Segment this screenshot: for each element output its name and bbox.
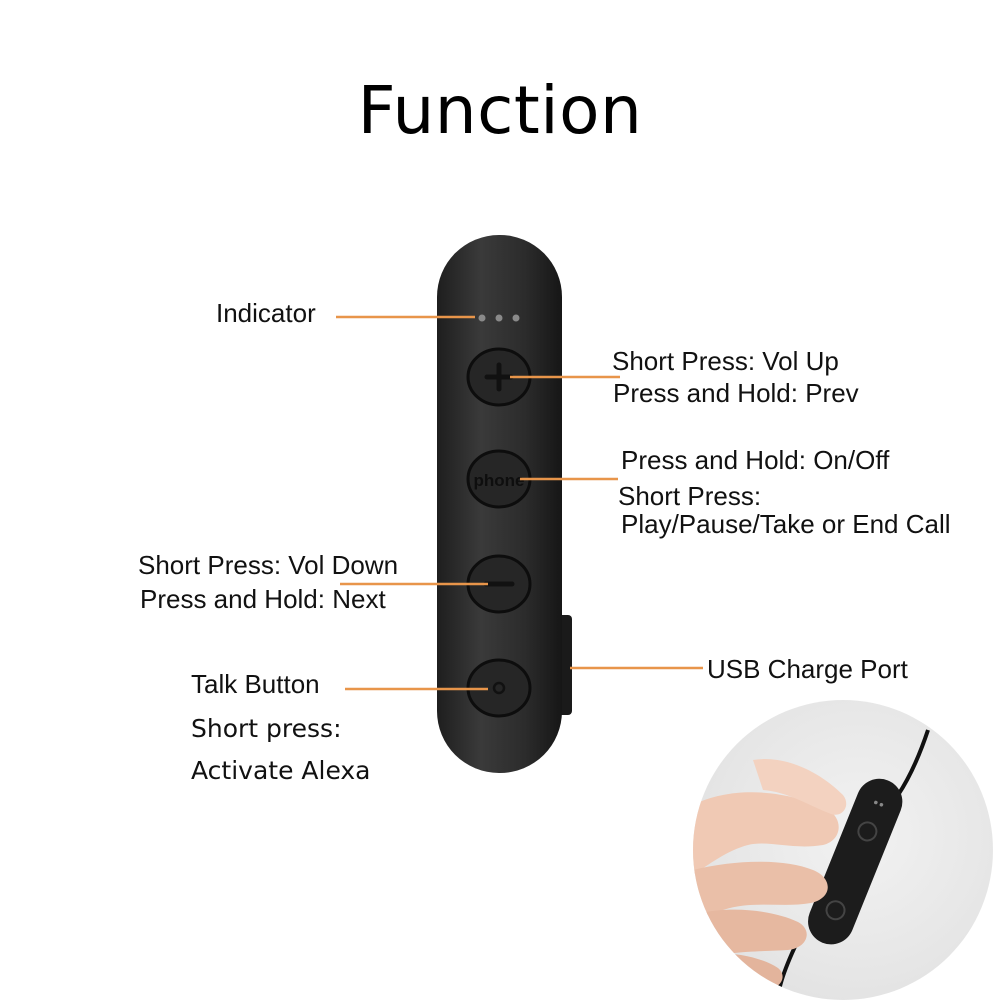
label-phone-action: Play/Pause/Take or End Call (621, 509, 951, 539)
usage-photo (693, 700, 993, 1000)
circle-icon (492, 681, 506, 695)
label-phone-hold: Press and Hold: On/Off (621, 445, 890, 475)
label-talk-short: Short press: (191, 714, 342, 743)
label-vol-up-short: Short Press: Vol Up (612, 346, 839, 376)
phone-button-label: phone (474, 471, 525, 490)
label-indicator: Indicator (216, 298, 316, 328)
page-title: Function (357, 72, 643, 149)
hand-holding-device-image (693, 729, 930, 1000)
plus-icon (484, 362, 514, 392)
label-vol-down-hold: Press and Hold: Next (140, 584, 386, 614)
indicator-lights (478, 314, 520, 322)
label-talk-action: Activate Alexa (191, 756, 371, 785)
label-vol-down-short: Short Press: Vol Down (138, 550, 399, 580)
phone-button[interactable]: phone (466, 449, 532, 509)
label-phone-short: Short Press: (618, 481, 762, 511)
label-usb-port: USB Charge Port (707, 654, 908, 684)
label-talk-button: Talk Button (191, 669, 320, 699)
label-vol-up-hold: Press and Hold: Prev (613, 378, 859, 408)
